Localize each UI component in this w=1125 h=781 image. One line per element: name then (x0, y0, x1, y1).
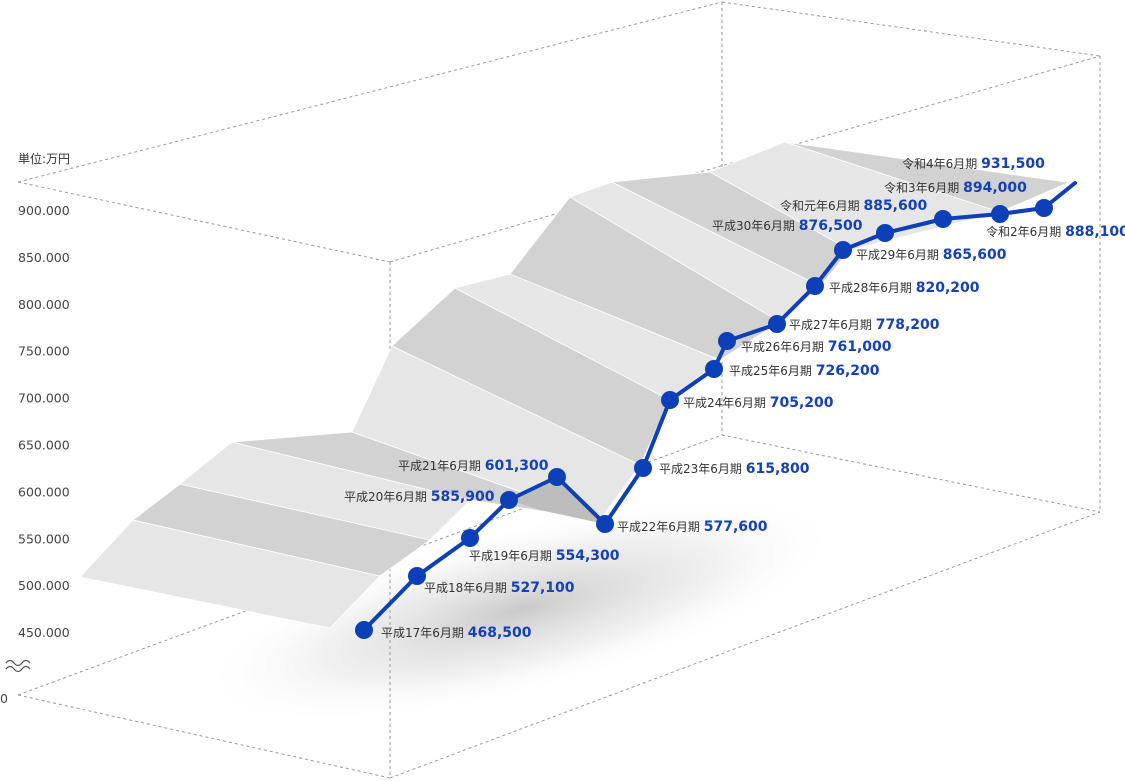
data-point-period: 平成24年6月期 (683, 396, 770, 410)
data-point-markers (355, 199, 1053, 639)
data-point-value: 931,500 (981, 156, 1045, 172)
data-point-label: 平成25年6月期 726,200 (729, 363, 880, 379)
data-point-label: 平成23年6月期 615,800 (659, 461, 810, 477)
data-point-period: 平成29年6月期 (856, 248, 943, 262)
data-point-period: 平成27年6月期 (789, 318, 876, 332)
data-point-marker (500, 491, 518, 509)
data-point-value: 820,200 (916, 280, 980, 296)
data-point-marker (548, 468, 566, 486)
axis-break-icon (5, 659, 31, 673)
data-point-value: 865,600 (943, 247, 1007, 263)
data-point-value: 778,200 (876, 317, 940, 333)
data-point-label: 平成30年6月期 876,500 (712, 218, 863, 234)
y-tick-label: 850.000 (18, 250, 70, 265)
data-point-period: 平成28年6月期 (829, 281, 916, 295)
data-point-marker (705, 360, 723, 378)
data-point-value: 468,500 (468, 625, 532, 641)
data-point-marker (834, 241, 852, 259)
data-point-label: 令和2年6月期 888,100 (986, 224, 1125, 240)
y-tick-label: 700.000 (18, 391, 70, 406)
data-point-value: 601,300 (485, 458, 549, 474)
data-point-marker (876, 224, 894, 242)
y-tick-label: 550.000 (18, 531, 70, 546)
data-point-marker (934, 210, 952, 228)
y-axis-ticks: 900.000 850.000 800.000 750.000 700.000 650.0… (18, 203, 70, 640)
data-point-label: 平成21年6月期 601,300 (398, 458, 549, 474)
data-point-label: 令和元年6月期 885,600 (780, 198, 927, 214)
data-point-labels: 平成17年6月期 468,500 平成18年6月期 527,100 平成19年6月期… (344, 156, 1125, 641)
data-point-value: 615,800 (746, 461, 810, 477)
y-axis-zero-label: 0 (0, 691, 8, 706)
data-point-value: 577,600 (704, 519, 768, 535)
data-point-value: 885,600 (863, 198, 927, 214)
data-point-value: 726,200 (816, 363, 880, 379)
data-point-label: 平成20年6月期 585,900 (344, 489, 495, 505)
data-point-period: 令和4年6月期 (902, 156, 981, 171)
data-point-marker (634, 459, 652, 477)
y-tick-label: 450.000 (18, 625, 70, 640)
data-point-marker (718, 332, 736, 350)
series-line (362, 181, 1077, 632)
data-point-label: 平成18年6月期 527,100 (424, 580, 575, 596)
y-tick-label: 750.000 (18, 344, 70, 359)
ribbon-face (784, 141, 1071, 213)
data-point-period: 平成17年6月期 (381, 626, 468, 640)
data-point-value: 527,100 (511, 580, 575, 596)
data-point-period: 平成18年6月期 (424, 581, 511, 595)
data-point-label: 平成22年6月期 577,600 (617, 519, 768, 535)
data-point-period: 平成22年6月期 (617, 520, 704, 534)
data-point-period: 平成23年6月期 (659, 462, 746, 476)
y-tick-label: 600.000 (18, 484, 70, 499)
data-point-period: 令和3年6月期 (884, 180, 963, 195)
data-point-label: 平成27年6月期 778,200 (789, 317, 940, 333)
data-point-period: 平成26年6月期 (741, 340, 828, 354)
data-point-value: 761,000 (828, 339, 892, 355)
data-point-label: 令和3年6月期 894,000 (884, 180, 1027, 196)
data-point-value: 554,300 (556, 548, 620, 564)
data-point-value: 894,000 (963, 180, 1027, 196)
data-point-label: 平成19年6月期 554,300 (469, 548, 620, 564)
y-tick-label: 650.000 (18, 438, 70, 453)
data-point-value: 876,500 (799, 218, 863, 234)
data-point-marker (661, 391, 679, 409)
data-point-label: 平成17年6月期 468,500 (381, 625, 532, 641)
data-point-period: 平成20年6月期 (344, 490, 431, 504)
ribbon-shadow (199, 495, 841, 725)
data-point-label: 平成24年6月期 705,200 (683, 395, 834, 411)
data-point-marker (768, 315, 786, 333)
data-point-label: 平成28年6月期 820,200 (829, 280, 980, 296)
data-point-marker (408, 567, 426, 585)
data-point-period: 平成21年6月期 (398, 459, 485, 473)
data-point-marker (596, 515, 614, 533)
y-tick-label: 900.000 (18, 203, 70, 218)
data-point-period: 令和元年6月期 (780, 198, 863, 213)
data-point-label: 平成26年6月期 761,000 (741, 339, 892, 355)
data-point-value: 705,200 (770, 395, 834, 411)
y-tick-label: 500.000 (18, 578, 70, 593)
data-point-value: 585,900 (431, 489, 495, 505)
data-point-marker (355, 621, 373, 639)
y-tick-label: 800.000 (18, 297, 70, 312)
data-point-label: 令和4年6月期 931,500 (902, 156, 1045, 172)
data-point-period: 平成25年6月期 (729, 364, 816, 378)
data-point-marker (806, 277, 824, 295)
data-point-label: 平成29年6月期 865,600 (856, 247, 1007, 263)
data-point-period: 平成19年6月期 (469, 549, 556, 563)
data-point-marker (991, 205, 1009, 223)
data-point-marker (461, 529, 479, 547)
data-point-period: 平成30年6月期 (712, 219, 799, 233)
data-point-period: 令和2年6月期 (986, 224, 1065, 239)
data-point-marker (1035, 199, 1053, 217)
y-axis-unit-label: 単位:万円 (18, 151, 70, 166)
data-point-value: 888,100 (1065, 224, 1125, 240)
